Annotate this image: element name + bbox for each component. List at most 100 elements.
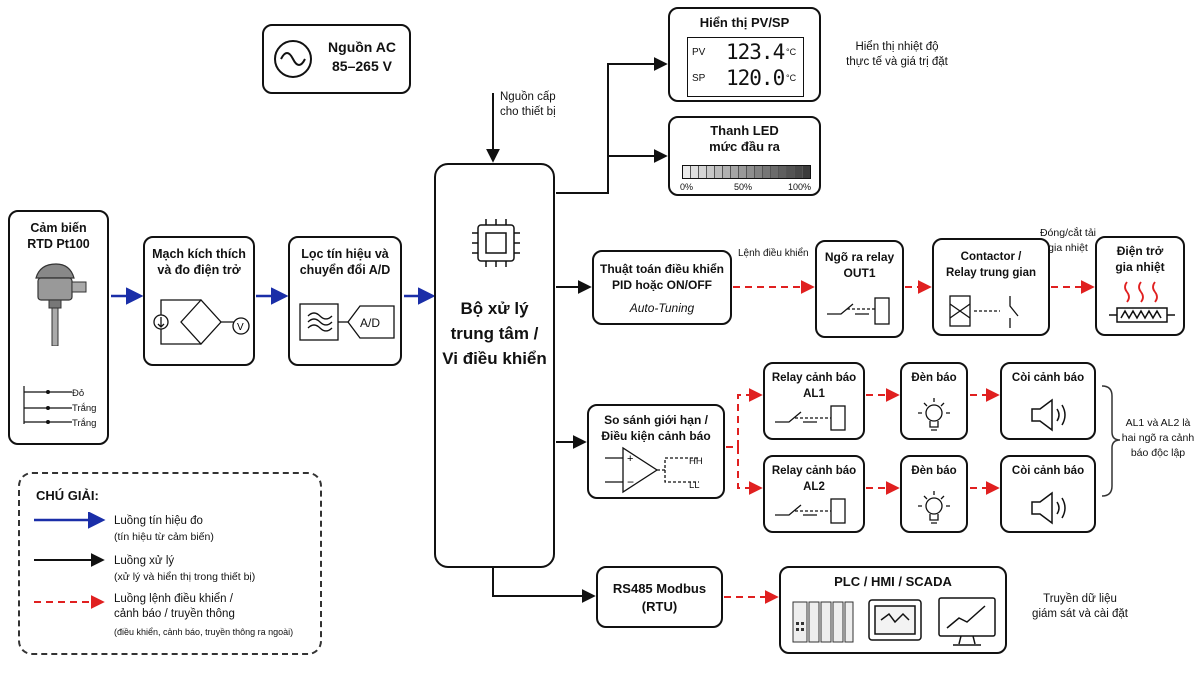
legend-item-processing-detail: (xử lý và hiển thị trong thiết bị) [114, 571, 256, 583]
heater-title: Điện trở gia nhiệt [1115, 244, 1165, 274]
rs485-box: RS485 Modbus (RTU) [596, 566, 723, 628]
power-voltage: 85–265 V [332, 58, 392, 74]
scada-box: PLC / HMI / SCADA [779, 566, 1007, 654]
compare-box: So sánh giới hạn / Điều kiện cảnh báo + … [587, 404, 725, 499]
pv-label: PV [692, 47, 706, 58]
scada-title: PLC / HMI / SCADA [834, 574, 952, 589]
legend-swatches [34, 512, 106, 609]
led-segment [739, 166, 747, 178]
sp-value: 120.0 [726, 66, 785, 90]
lamp-icon [918, 398, 950, 431]
contactor-title: Contactor / Relay trung gian [945, 251, 1037, 279]
pid-box: Thuật toán điều khiển PID hoặc ON/OFF Au… [592, 250, 732, 325]
processor-title: Bộ xử lý trung tâm / Vi điều khiển [442, 299, 547, 368]
power-title: Nguồn AC [328, 39, 396, 55]
arrow-compare-to-al1 [726, 388, 763, 448]
led-bar-box: Thanh LED mức đầu ra 0% 50% 100% [668, 116, 821, 196]
lamp-icon [918, 491, 950, 524]
led-segment [795, 166, 803, 178]
alarm-horn-al2-title: Còi cảnh báo [1011, 465, 1085, 477]
sp-unit: °C [786, 73, 797, 83]
power-source-box: Nguồn AC 85–265 V [262, 24, 411, 94]
hmi-icon [868, 599, 922, 641]
ac-sine-icon [274, 40, 312, 78]
contactor-icon [949, 295, 1019, 328]
sensor-title: Cảm biến RTD Pt100 [27, 221, 90, 251]
alarm-horn-al1-title: Còi cảnh báo [1011, 372, 1085, 384]
led-segment [771, 166, 779, 178]
svg-text:−: − [627, 475, 634, 489]
alarm-lamp-al2-box: Đèn báo [900, 455, 968, 533]
svg-text:+: + [627, 453, 633, 465]
alarm-relay-al1-title: Relay cảnh báo AL1 [771, 372, 857, 400]
processor-box: Bộ xử lý trung tâm / Vi điều khiển [434, 163, 555, 568]
led-segment [755, 166, 763, 178]
arrow-cpu-to-display [556, 57, 668, 194]
led-segment [763, 166, 771, 178]
legend-item-command-detail: (điều khiển, cảnh báo, truyền thông ra n… [114, 627, 294, 637]
led-segment [787, 166, 795, 178]
power-note: Nguồn cấp cho thiết bị [500, 91, 556, 118]
led-bar-title: Thanh LED mức đầu ra [709, 123, 780, 154]
pid-title: Thuật toán điều khiển PID hoặc ON/OFF [599, 262, 724, 292]
led-segment [723, 166, 731, 178]
led-segment [747, 166, 755, 178]
legend-item-measurement: Luồng tín hiệu đo [114, 515, 203, 527]
lcd-screen: PV 123.4 °C SP 120.0 °C [687, 37, 804, 97]
sensor-wires [23, 386, 72, 424]
alarm-note: AL1 và AL2 là hai ngõ ra cảnh báo độc lậ… [1121, 417, 1195, 459]
scada-note: Truyền dữ liệu giám sát và cài đặt [1032, 593, 1128, 620]
arrow-compare-to-al2 [737, 447, 763, 495]
led-segment [699, 166, 707, 178]
display-note: Hiển thị nhiệt độ thực tế và giá trị đặt [846, 41, 948, 68]
wheatstone-bridge-icon: V [153, 299, 250, 345]
legend-item-command: Luồng lệnh điều khiển / cảnh báo / truyề… [114, 593, 235, 620]
relay-contact-icon [775, 405, 846, 431]
led-segment [683, 166, 691, 178]
adc-label: A/D [360, 316, 381, 330]
alarm-lamp-al2-title: Đèn báo [911, 465, 957, 477]
led-segment [779, 166, 787, 178]
contactor-box: Contactor / Relay trung gian [932, 238, 1050, 336]
sensor-wire-0: Đỏ [72, 388, 85, 399]
led-segment [715, 166, 723, 178]
horn-icon [1031, 398, 1066, 432]
horn-icon [1031, 491, 1066, 525]
alarm-horn-al2-box: Còi cảnh báo [1000, 455, 1096, 533]
alarm-relay-al2-title: Relay cảnh báo AL2 [771, 465, 857, 493]
alarm-relay-al1-box: Relay cảnh báo AL1 [763, 362, 865, 440]
contactor-note: Đóng/cắt tải gia nhiệt [1039, 227, 1097, 254]
led-segment [691, 166, 699, 178]
alarm-brace [1101, 385, 1121, 497]
alarm-lamp-al1-box: Đèn báo [900, 362, 968, 440]
arrow-cpu-to-rs485 [492, 567, 596, 603]
alarm-relay-al2-box: Relay cảnh báo AL2 [763, 455, 865, 533]
heater-box: Điện trở gia nhiệt [1095, 236, 1185, 336]
legend-item-processing: Luồng xử lý [114, 555, 175, 567]
sp-label: SP [692, 73, 706, 84]
pv-value: 123.4 [726, 40, 785, 64]
legend-item-measurement-detail: (tín hiệu từ cảm biến) [114, 531, 214, 543]
alarm-horn-al1-box: Còi cảnh báo [1000, 362, 1096, 440]
cpu-chip-icon [472, 219, 520, 267]
excitation-title: Mạch kích thích và đo điện trở [152, 247, 246, 277]
compare-title: So sánh giới hạn / Điều kiện cảnh báo [601, 413, 711, 443]
led-tick-0: 0% [680, 182, 694, 192]
sensor-wire-2: Trắng [72, 418, 97, 429]
led-tick-1: 50% [734, 182, 753, 192]
relay-contact-icon [775, 498, 846, 524]
sensor-box: Cảm biến RTD Pt100 Đỏ Trắng Trắng [8, 210, 109, 445]
legend-title: CHÚ GIẢI: [36, 488, 99, 503]
led-segment [731, 166, 739, 178]
svg-text:V: V [237, 322, 244, 333]
led-tick-2: 100% [788, 182, 812, 192]
pid-note: Lệnh điều khiển [738, 248, 809, 259]
pid-subtitle: Auto-Tuning [629, 301, 695, 315]
filter-icon [299, 303, 395, 341]
filter-title: Lọc tín hiệu và chuyển đổi A/D [299, 247, 391, 277]
relay-out-box: Ngõ ra relay OUT1 [815, 240, 904, 338]
led-segment [803, 166, 810, 178]
rtd-probe-icon [35, 263, 87, 346]
relay-contact-icon [827, 297, 890, 325]
